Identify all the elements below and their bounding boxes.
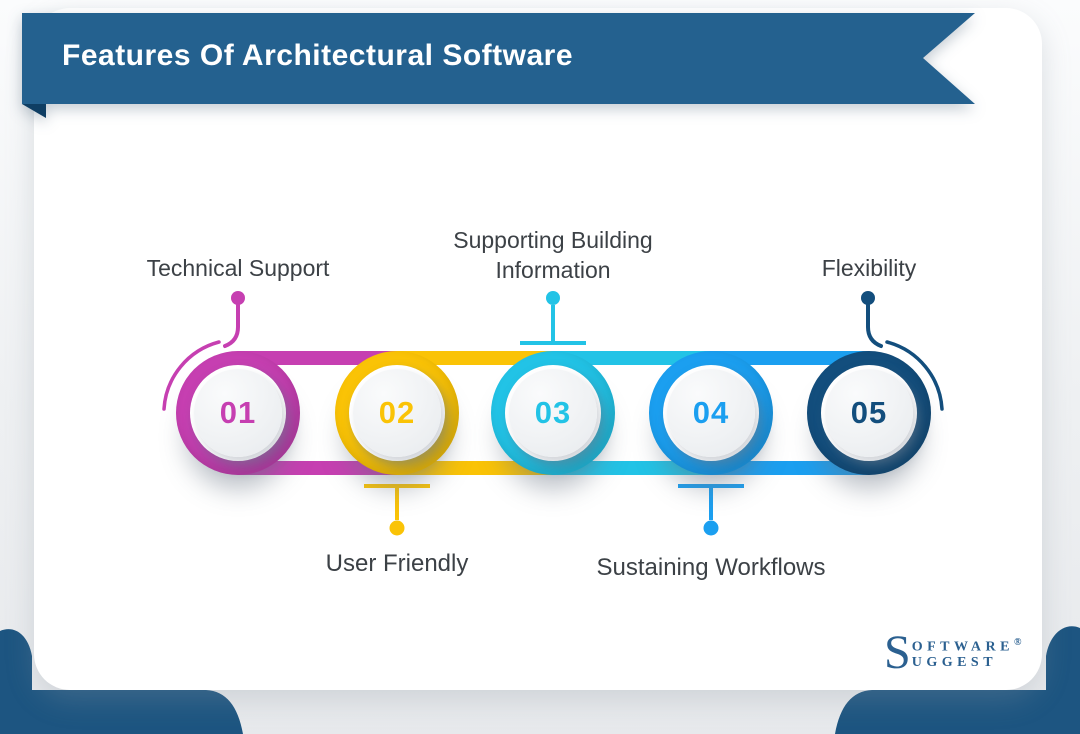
step-label-technical-support: Technical Support <box>146 255 330 281</box>
step-circle-2: 02 <box>335 351 459 475</box>
step-label-supporting-building: Supporting Building Information <box>453 227 653 283</box>
page-title: Features Of Architectural Software <box>62 39 574 72</box>
step-circle-5-rim: 05 <box>821 365 917 461</box>
bottom-right-corner-shape <box>835 626 1080 734</box>
step-number-1: 01 <box>219 395 257 430</box>
step-number-2: 02 <box>378 395 416 430</box>
logo-initial: S <box>884 626 911 679</box>
bottom-left-corner-shape <box>0 629 243 734</box>
step-label-flexibility: Flexibility <box>821 255 917 281</box>
step-circle-3-rim: 03 <box>505 365 601 461</box>
step-number-4: 04 <box>692 395 730 430</box>
decor-arc-1 <box>162 340 221 411</box>
step-number-3: 03 <box>534 395 572 430</box>
connector-stem-5 <box>866 303 883 348</box>
connector-dot-4 <box>703 520 719 536</box>
rail-bottom-1 <box>238 461 398 475</box>
step-circle-4-face: 04 <box>667 369 755 457</box>
connector-dot-5 <box>861 291 875 305</box>
registered-mark-icon: ® <box>1014 636 1022 648</box>
step-label-user-friendly: User Friendly <box>325 550 469 577</box>
rail-bottom-4 <box>711 461 869 475</box>
logo-line2: UGGEST <box>911 655 998 671</box>
step-label-sustaining-workflows: Sustaining Workflows <box>596 554 826 581</box>
logo-line1: OFTWARE® <box>911 636 1022 655</box>
step-circle-4: 04 <box>649 351 773 475</box>
connector-stem-1 <box>223 303 240 348</box>
rail-top-3 <box>553 351 712 365</box>
step-circle-1-rim: 01 <box>190 365 286 461</box>
connector-dot-3 <box>546 291 560 305</box>
step-circle-5: 05 <box>807 351 931 475</box>
rail-top-1 <box>238 351 398 365</box>
step-circle-5-face: 05 <box>825 369 913 457</box>
step-number-5: 05 <box>850 395 888 430</box>
rail-top-4 <box>711 351 869 365</box>
step-circle-3: 03 <box>491 351 615 475</box>
ribbon-fold-icon <box>22 104 46 118</box>
step-circle-2-rim: 02 <box>349 365 445 461</box>
step-circle-2-face: 02 <box>353 369 441 457</box>
step-circle-3-face: 03 <box>509 369 597 457</box>
softwaresuggest-logo: S OFTWARE® UGGEST <box>884 626 1022 679</box>
ribbon-banner <box>22 13 975 104</box>
rail-top-2 <box>397 351 554 365</box>
step-circle-1: 01 <box>176 351 300 475</box>
step-circle-4-rim: 04 <box>663 365 759 461</box>
logo-text: OFTWARE® UGGEST <box>912 635 1022 672</box>
rail-bottom-3 <box>553 461 712 475</box>
connector-dot-1 <box>231 291 245 305</box>
step-circle-1-face: 01 <box>194 369 282 457</box>
rail-bottom-2 <box>397 461 554 475</box>
decor-arc-5 <box>885 340 944 411</box>
connector-dot-2 <box>389 520 405 536</box>
header-ribbon <box>22 13 975 118</box>
